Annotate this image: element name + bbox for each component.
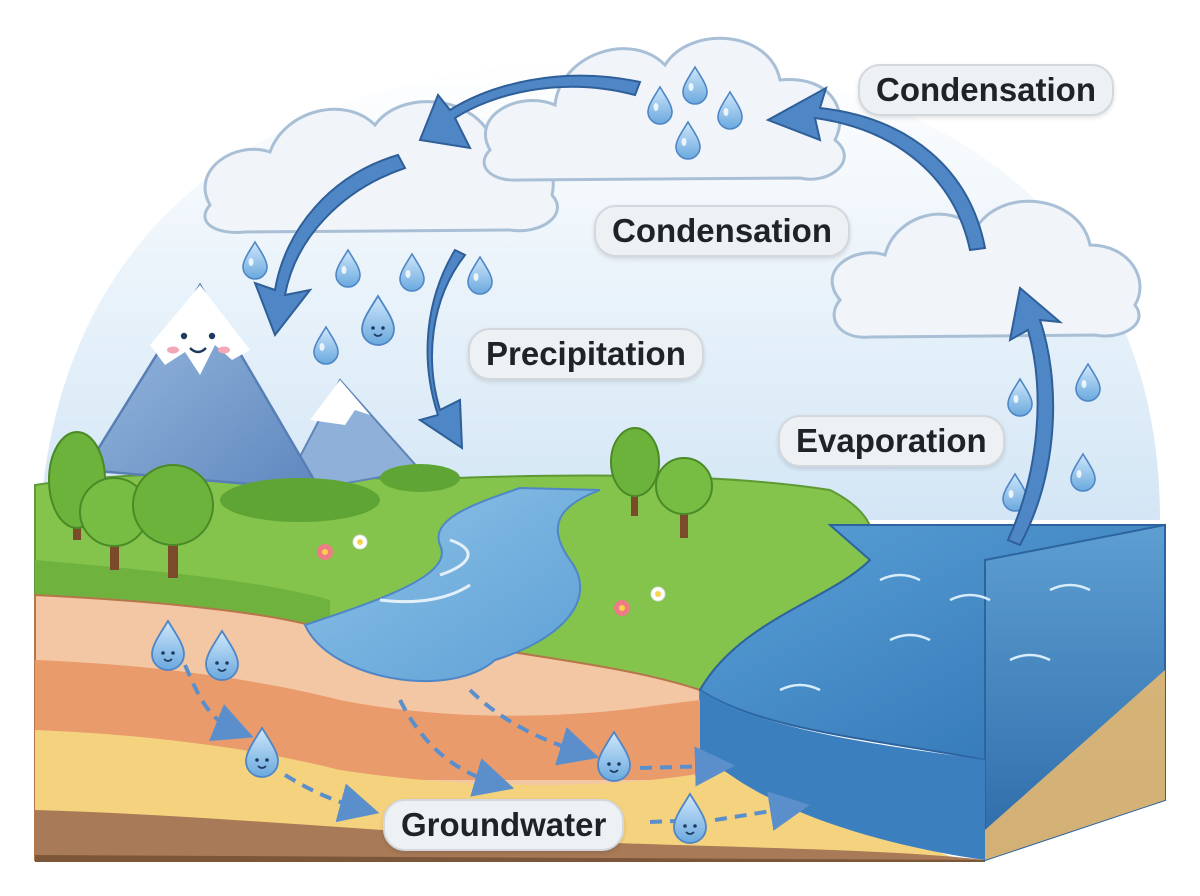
- sea: [698, 523, 1166, 862]
- trees: [48, 427, 713, 578]
- groundwater-flow: [183, 664, 810, 831]
- river: [303, 486, 601, 683]
- label-condensation-mid: Condensation: [594, 205, 850, 258]
- cloud-right: [830, 199, 1142, 339]
- label-groundwater: Groundwater: [383, 799, 625, 852]
- label-precipitation: Precipitation: [468, 328, 704, 381]
- label-evaporation: Evaporation: [778, 415, 1005, 468]
- flowers: [317, 534, 666, 616]
- cycle-arrows: [253, 74, 1064, 547]
- label-condensation-top: Condensation: [858, 64, 1114, 117]
